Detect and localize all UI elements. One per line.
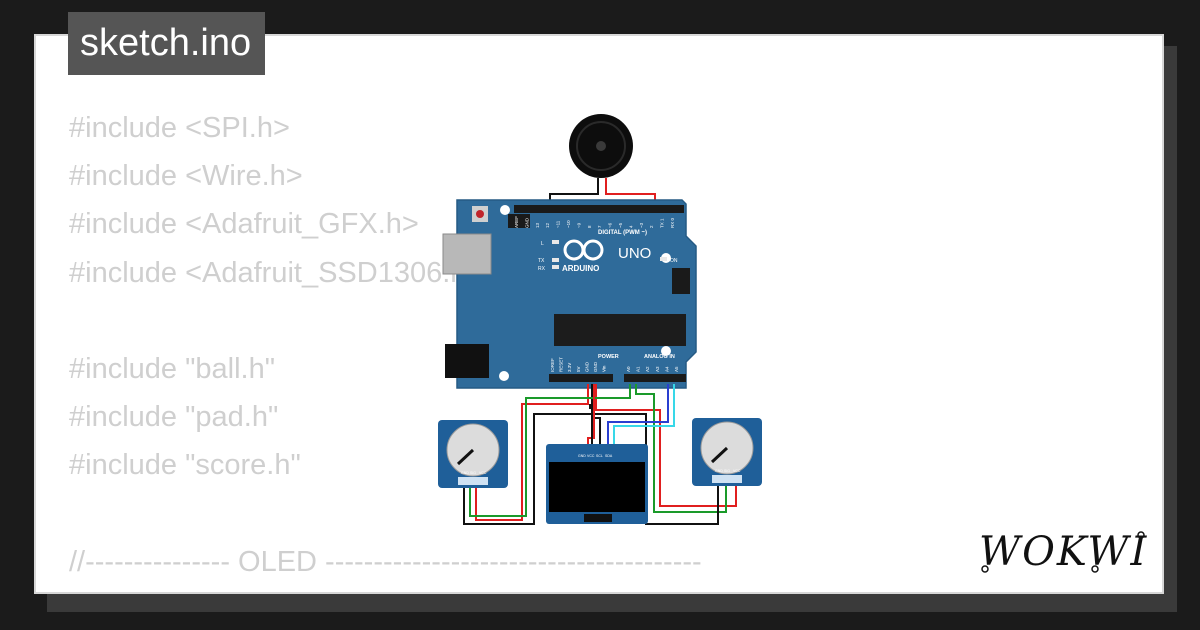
- pin-label: VCC: [479, 471, 487, 475]
- oled-screen: [549, 462, 645, 512]
- analog-pin-labels: A0 A1 A2 A3 A4 A5: [626, 366, 679, 372]
- pin-label: Vin: [602, 365, 607, 372]
- led-label-tx: TX: [538, 258, 545, 264]
- pin-label: A0: [626, 366, 631, 372]
- code-line: #include "score.h": [69, 449, 301, 482]
- pin-label: GND: [593, 361, 598, 372]
- code-line: #include "pad.h": [69, 401, 279, 434]
- board-brand: ARDUINO: [562, 264, 599, 273]
- pin-label: ~9: [576, 222, 581, 228]
- arduino-uno-board[interactable]: UNO ARDUINO DIGITAL (PWM ~) L TX RX ON P…: [442, 199, 697, 389]
- analog-header: [624, 374, 686, 382]
- pin-label: RX 0: [670, 217, 675, 228]
- pin-label: VCC: [587, 454, 595, 458]
- pin-label: SIG: [470, 471, 476, 475]
- led-label-rx: RX: [538, 266, 546, 272]
- pin-label: SIG: [724, 469, 730, 473]
- pin-label: AREF: [514, 216, 519, 228]
- analog-label: ANALOG IN: [644, 354, 675, 360]
- code-line: #include <SPI.h>: [69, 112, 290, 144]
- pin-label: SCL: [596, 454, 603, 458]
- pin-label: ~6: [608, 222, 613, 228]
- pin-label: ~3: [639, 222, 644, 228]
- arduino-logo-icon: [563, 239, 604, 261]
- pin-label: A1: [636, 366, 641, 372]
- power-label: POWER: [598, 354, 619, 360]
- atmega-chip: [554, 314, 686, 346]
- code-preview: #include <SPI.h> #include <Wire.h> #includ…: [69, 104, 702, 592]
- pin-label: VCC: [733, 469, 741, 473]
- pin-label: 3.3V: [567, 363, 572, 372]
- pin-label: IOREF: [550, 358, 555, 372]
- code-line: #include <Adafruit_GFX.h>: [69, 208, 419, 241]
- pin-label: GND: [461, 471, 469, 475]
- digital-header: [514, 205, 684, 213]
- pin-label: A3: [655, 366, 660, 372]
- pin-label: GND: [578, 454, 586, 458]
- pin-label: A4: [664, 366, 669, 372]
- usb-port: [442, 233, 492, 275]
- code-line: // Adjust display: [69, 586, 702, 592]
- pin-label: 8: [587, 225, 592, 228]
- pin-label: ~10: [566, 220, 571, 228]
- file-tab: sketch.ino: [68, 12, 266, 75]
- pin-label: A2: [645, 366, 650, 372]
- pin-label: A5: [674, 366, 679, 372]
- pin-label: SDA: [605, 454, 613, 458]
- pin-label: GND: [715, 469, 723, 473]
- power-jack: [445, 344, 489, 378]
- svg-text:WOKWI: WOKWI: [979, 529, 1148, 575]
- icsp-header-top: [508, 214, 690, 294]
- digital-pin-labels: AREF GND 13 12 ~11 ~10 ~9 8 7 ~6 ~5 4 ~3 2 TX 1 RX 0: [514, 216, 675, 228]
- pin-label: TX 1: [660, 218, 665, 228]
- pin-label: 13: [535, 222, 540, 228]
- pin-label: GND: [524, 217, 529, 228]
- led-label-on: ON: [670, 258, 678, 264]
- power-header: [549, 374, 613, 382]
- pin-label: 7: [597, 225, 602, 228]
- pin-label: ~5: [618, 222, 623, 228]
- pin-label: RESET: [559, 357, 564, 372]
- pin-label: ~11: [556, 220, 561, 228]
- code-line: //--------------- OLED -----------------…: [69, 545, 702, 578]
- pin-label: 12: [545, 222, 550, 228]
- pin-label: 2: [649, 225, 654, 228]
- code-line: #include <Adafruit_SSD1306.h>: [69, 256, 484, 289]
- code-line: #include "ball.h": [69, 352, 276, 385]
- buzzer[interactable]: [569, 114, 633, 178]
- pin-label: 4: [628, 225, 633, 228]
- board-model: UNO: [618, 245, 651, 262]
- wokwi-logo: WOKWI: [979, 529, 1148, 575]
- code-line: #include <Wire.h>: [69, 160, 303, 193]
- led-label-l: L: [541, 241, 544, 247]
- pin-label: GND: [584, 361, 589, 372]
- pin-label: 5V: [576, 366, 581, 372]
- circuit-diagram: UNO ARDUINO DIGITAL (PWM ~) L TX RX ON P…: [438, 114, 762, 525]
- digital-label: DIGITAL (PWM ~): [598, 230, 647, 236]
